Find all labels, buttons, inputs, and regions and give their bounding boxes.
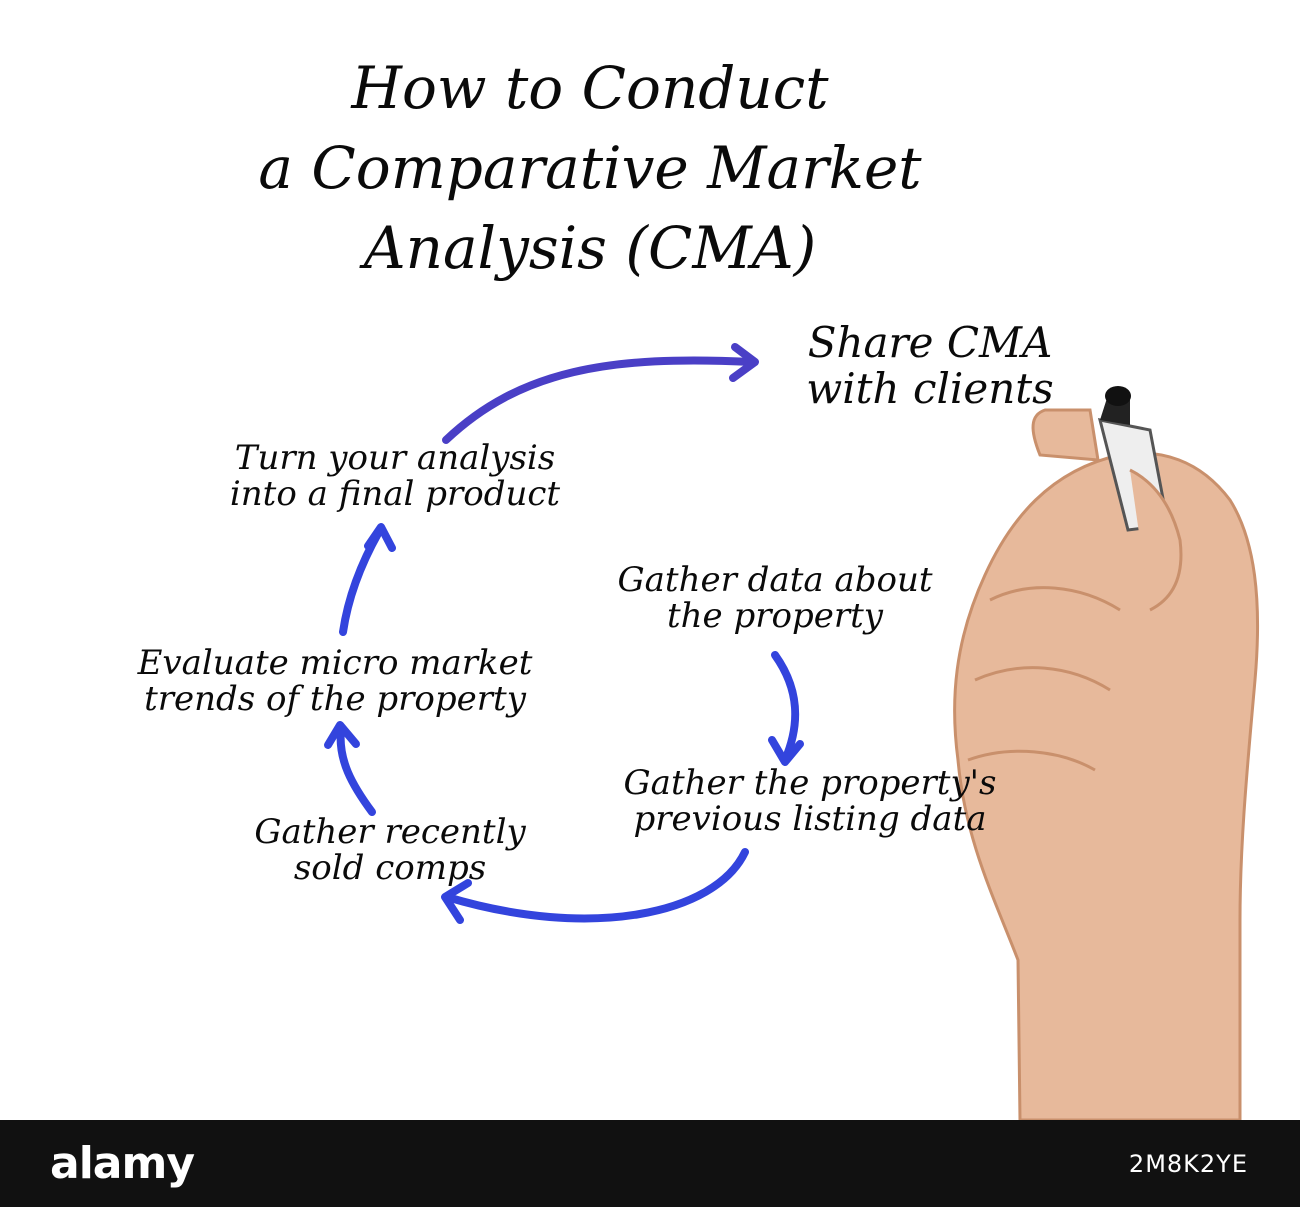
arrow-to-previous — [771, 651, 800, 764]
diagram-canvas: How to Conduct a Comparative Market Anal… — [55, 48, 1260, 1120]
step-previous-line-1: Gather the property's — [623, 763, 997, 803]
step-turn-line-1: Turn your analysis — [234, 438, 556, 478]
step-evaluate-line-1: Evaluate micro market — [137, 643, 533, 683]
title-line-1: How to Conduct — [351, 54, 829, 122]
arrowhead-to-turn — [364, 523, 396, 552]
step-previous-listing: Gather the property's previous listing d… — [565, 765, 1055, 837]
step-turn-analysis: Turn your analysis into a final product — [145, 440, 645, 512]
title-line-2: a Comparative Market — [258, 134, 922, 202]
image-code: 2M8K2YE — [1128, 1150, 1248, 1178]
arrowhead-to-sold — [441, 879, 472, 924]
arrow-to-evaluate — [336, 726, 376, 816]
arrow-to-turn — [339, 526, 384, 636]
step-share-line-1: Share CMA — [807, 318, 1053, 367]
step-sold-line-2: sold comps — [293, 848, 487, 888]
step-gather-data-line-2: the property — [667, 596, 883, 636]
arrow-to-sold — [443, 848, 749, 923]
step-sold-line-1: Gather recently — [254, 812, 526, 852]
step-turn-line-2: into a final product — [229, 474, 561, 514]
step-previous-line-2: previous listing data — [633, 799, 987, 839]
watermark-footer: alamy 2M8K2YE — [0, 1120, 1300, 1207]
hand-with-marker-icon — [953, 386, 1260, 1120]
brand-logo: alamy — [50, 1138, 195, 1189]
step-gather-data: Gather data about the property — [545, 562, 1005, 634]
step-share-cma: Share CMA with clients — [755, 320, 1105, 412]
step-gather-data-line-1: Gather data about — [617, 560, 933, 600]
step-share-line-2: with clients — [806, 364, 1054, 413]
arrowhead-to-evaluate — [324, 721, 360, 749]
step-evaluate-line-2: trends of the property — [144, 679, 526, 719]
diagram-title: How to Conduct a Comparative Market Anal… — [90, 48, 1090, 288]
step-evaluate-trends: Evaluate micro market trends of the prop… — [55, 645, 615, 717]
arrowhead-to-previous — [768, 736, 804, 766]
cycle-arrows — [324, 343, 1260, 1120]
arrow-to-share — [442, 356, 756, 444]
step-sold-comps: Gather recently sold comps — [195, 814, 585, 886]
title-line-3: Analysis (CMA) — [363, 214, 817, 282]
arrowhead-to-share — [729, 343, 759, 382]
